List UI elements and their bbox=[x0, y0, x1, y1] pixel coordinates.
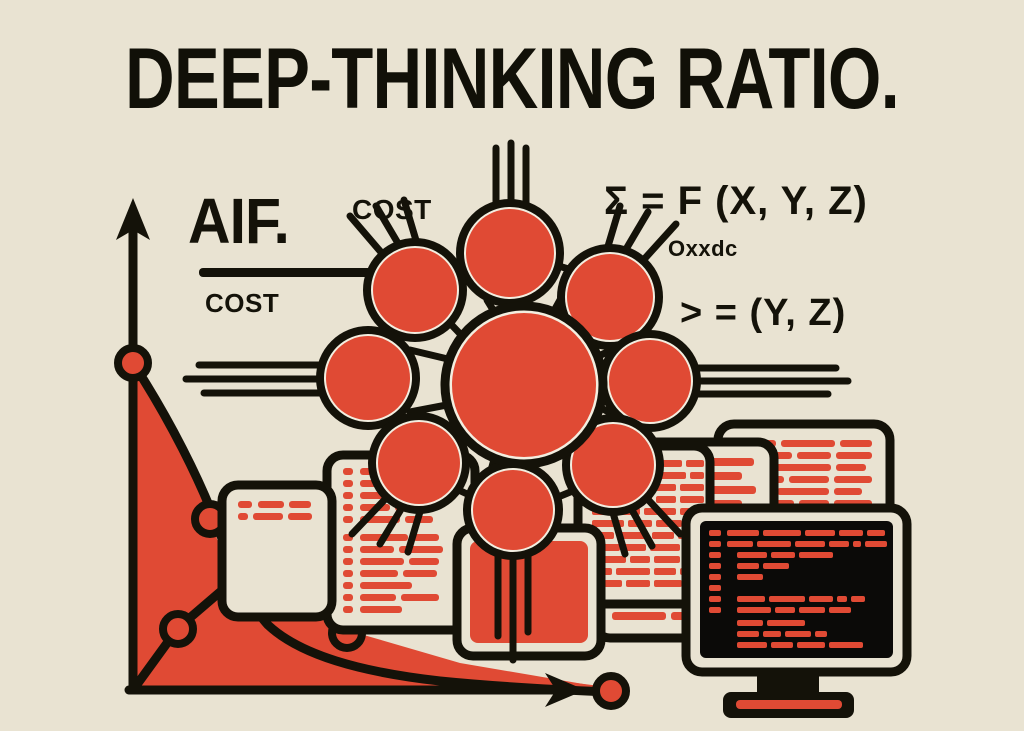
equation-line-3: > = (Y, Z) bbox=[680, 292, 847, 334]
monitor-code-lines bbox=[709, 530, 887, 648]
data-point bbox=[159, 610, 197, 648]
network-hub-node bbox=[440, 301, 608, 469]
formula-numerator: AIF. bbox=[188, 185, 290, 257]
x-axis-arrow bbox=[545, 673, 585, 707]
data-point bbox=[114, 344, 152, 382]
network-node bbox=[599, 330, 701, 432]
network-node bbox=[316, 326, 420, 430]
network-nodes bbox=[316, 199, 701, 560]
monitor-base-stripe bbox=[736, 700, 842, 709]
network-node bbox=[562, 414, 664, 516]
y-axis-arrow bbox=[116, 198, 150, 240]
chart-markers bbox=[114, 344, 630, 710]
equation-line-1: Σ = F (X, Y, Z) bbox=[604, 179, 868, 223]
document-card bbox=[217, 480, 337, 622]
equation-line-2: Oxxdc bbox=[668, 236, 738, 261]
network-node bbox=[368, 412, 470, 514]
data-point bbox=[592, 672, 630, 710]
network-node bbox=[463, 460, 563, 560]
formula-numerator-suffix: COST bbox=[352, 194, 432, 225]
formula-denominator: COST bbox=[205, 288, 280, 318]
chart-axes bbox=[116, 198, 585, 707]
page-title: DEEP-THINKING RATIO. bbox=[125, 31, 900, 127]
network-node bbox=[363, 238, 467, 342]
monitor bbox=[681, 503, 912, 718]
network-node bbox=[557, 244, 663, 350]
